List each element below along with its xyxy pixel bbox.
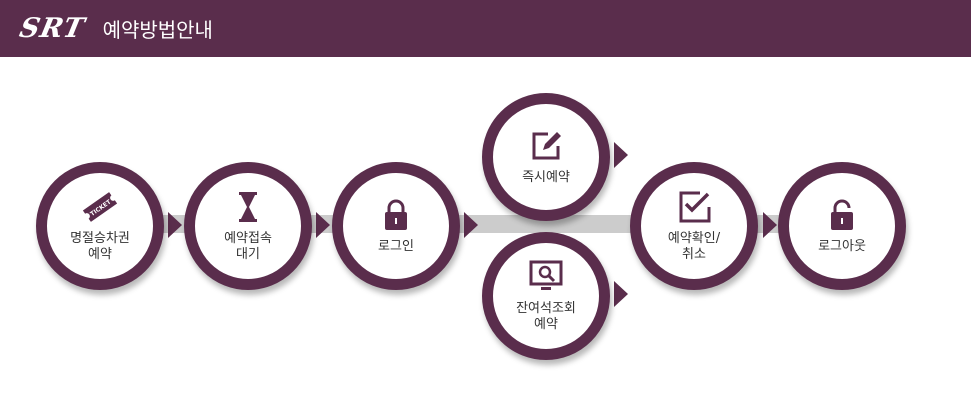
ticket-icon: TICKET	[80, 189, 120, 225]
step-label: 예약확인/ 취소	[667, 231, 721, 262]
monitor-search-icon	[526, 259, 566, 295]
reservation-flow-diagram: TICKET 명절승차권 예약 예약접속 대기 로그인	[0, 57, 971, 401]
checkbox-icon	[674, 189, 714, 225]
step-label: 로그인	[378, 239, 414, 254]
step-confirm-cancel: 예약확인/ 취소	[630, 162, 758, 290]
step-logout: 로그아웃	[778, 162, 906, 290]
hourglass-icon	[228, 189, 268, 225]
step-queue: 예약접속 대기	[184, 162, 312, 290]
srt-logo: SRT	[16, 13, 88, 44]
step-label: 로그아웃	[818, 239, 866, 254]
page-title: 예약방법안내	[102, 18, 213, 42]
step-label: 잔여석조회 예약	[516, 301, 576, 332]
step-seat-select: TICKET 명절승차권 예약	[36, 162, 164, 290]
step-instant-reservation: 즉시예약	[482, 93, 610, 221]
step-remaining-seats: 잔여석조회 예약	[482, 232, 610, 360]
unlock-icon	[822, 197, 862, 233]
edit-icon	[526, 128, 566, 164]
step-label: 명절승차권 예약	[70, 231, 130, 262]
arrow-5	[763, 212, 777, 238]
step-label: 즉시예약	[522, 170, 570, 185]
header-bar: SRT 예약방법안내	[0, 0, 971, 57]
lock-icon	[376, 197, 416, 233]
arrow-4-instant	[614, 142, 628, 168]
arrow-4-remaining	[614, 281, 628, 307]
step-login: 로그인	[332, 162, 460, 290]
arrow-2	[316, 212, 330, 238]
arrow-3	[464, 212, 478, 238]
arrow-1	[168, 212, 182, 238]
step-label: 예약접속 대기	[224, 231, 272, 262]
